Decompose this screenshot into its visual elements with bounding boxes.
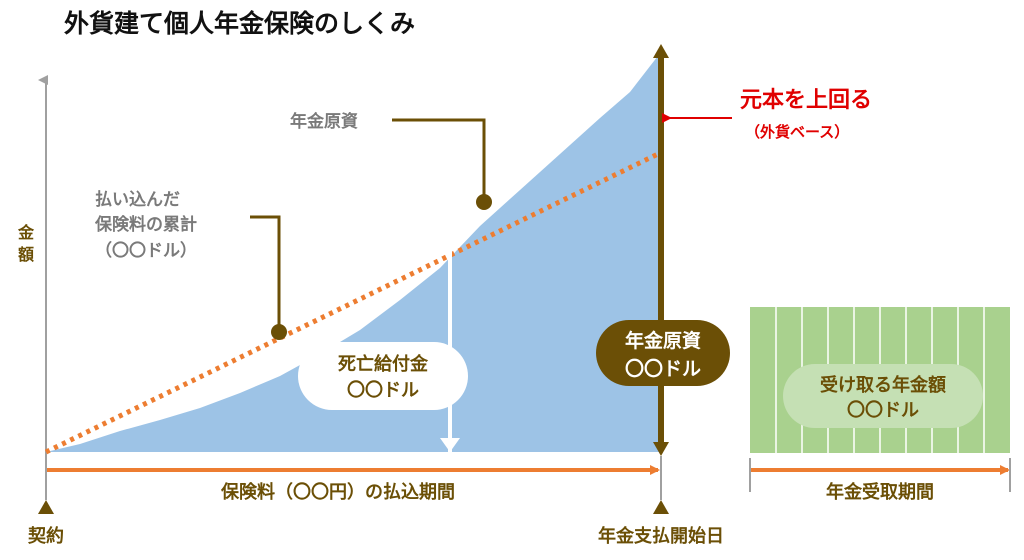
pay-period-label: 保険料（〇〇円）の払込期間 [220, 481, 455, 503]
fund-badge-label-2: 〇〇ドル [625, 358, 701, 380]
contract-marker [38, 500, 54, 514]
fund-callout-line [392, 118, 486, 202]
y-axis-label-2: 額 [17, 245, 34, 264]
premium-cumulative-line [44, 149, 664, 455]
exceed-label: 元本を上回る [740, 88, 872, 113]
contract-label: 契約 [27, 525, 64, 547]
annuity-label-1: 受け取る年金額 [820, 374, 946, 396]
premium-total-label-1: 払い込んだ [95, 189, 180, 210]
annuity-label-2: 〇〇ドル [847, 400, 919, 421]
start-marker [653, 500, 669, 514]
premium-total-label-3: （〇〇ドル） [95, 240, 197, 261]
premium-callout-line [250, 215, 281, 332]
premium-total-label-2: 保険料の累計 [94, 214, 197, 235]
death-benefit-bubble [298, 342, 468, 410]
fund-badge-label-1: 年金原資 [625, 329, 701, 352]
page-title: 外貨建て個人年金保険のしくみ [64, 9, 415, 38]
y-axis-label-1: 金 [17, 223, 35, 242]
fund-pole-bottom-arrow [653, 442, 669, 456]
receive-period-label: 年金受取期間 [826, 481, 934, 503]
fund-badge [596, 320, 730, 386]
death-benefit-label-1: 死亡給付金 [338, 353, 429, 375]
death-benefit-label-2: 〇〇ドル [347, 380, 419, 401]
fund-callout-dot [476, 194, 492, 210]
fund-area [46, 52, 661, 452]
premium-callout-dot [271, 324, 287, 340]
fund-pole-top-arrow [653, 44, 669, 58]
annuity-bubble [783, 364, 983, 428]
fund-label: 年金原資 [290, 111, 358, 132]
start-label: 年金支払開始日 [598, 525, 724, 547]
exceed-sub-label: （外貨ベース） [745, 123, 849, 141]
death-benefit-arrowhead [440, 438, 460, 452]
